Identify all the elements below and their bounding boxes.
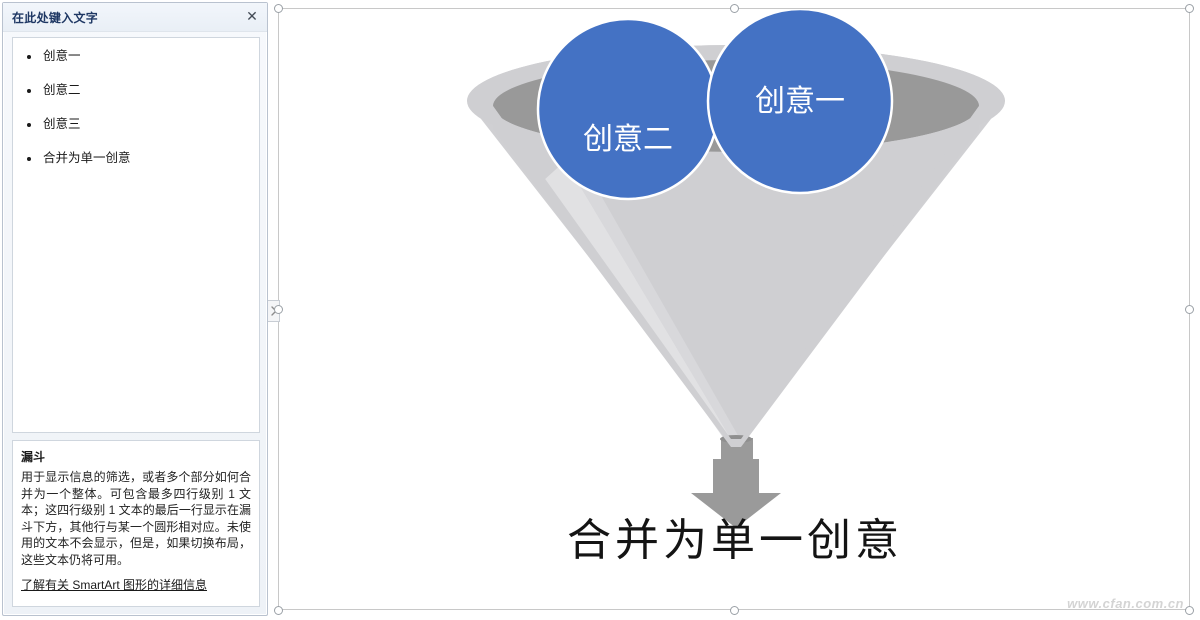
idea-circle-2[interactable] xyxy=(536,17,720,201)
list-item[interactable]: 创意二 xyxy=(19,82,253,99)
list-item-label: 创意三 xyxy=(43,117,81,131)
funnel-highlight xyxy=(543,161,731,439)
selection-handle-top-center[interactable] xyxy=(730,4,739,13)
smartart-help-link[interactable]: 了解有关 SmartArt 图形的详细信息 xyxy=(21,578,208,592)
bullet-list: 创意一 创意二 创意三 合并为单一创意 xyxy=(19,48,253,167)
smartart-text-pane: 在此处键入文字 ✕ 创意一 创意二 创意三 合并为单一创意 漏斗 用于显示信息的 xyxy=(2,2,268,616)
close-icon[interactable]: ✕ xyxy=(246,8,258,24)
idea-circle-1-label: 创意一 xyxy=(755,85,845,118)
list-item[interactable]: 合并为单一创意 xyxy=(19,150,253,167)
smartart-canvas[interactable]: 创意一 创意二 合并为单一创意 xyxy=(274,4,1194,615)
layout-description-panel: 漏斗 用于显示信息的筛选，或者多个部分如何合并为一个整体。可包含最多四行级别 1… xyxy=(12,440,260,607)
selection-handle-top-right[interactable] xyxy=(1185,4,1194,13)
funnel-spout-top xyxy=(720,435,752,443)
site-watermark: www.cfan.com.cn xyxy=(1067,596,1184,611)
idea-circle-2-label: 创意二 xyxy=(583,123,673,156)
funnel-result-label: 合并为单一创意 xyxy=(567,516,903,565)
bullet-icon xyxy=(27,89,31,93)
selection-handle-top-left[interactable] xyxy=(274,4,283,13)
list-item[interactable]: 创意一 xyxy=(19,48,253,65)
selection-handle-middle-left[interactable] xyxy=(274,305,283,314)
text-pane-titlebar: 在此处键入文字 ✕ xyxy=(3,3,267,32)
layout-description-body: 用于显示信息的筛选，或者多个部分如何合并为一个整体。可包含最多四行级别 1 文本… xyxy=(21,470,251,567)
funnel-highlight-2 xyxy=(565,157,740,439)
selection-handle-middle-right[interactable] xyxy=(1185,305,1194,314)
funnel-spout xyxy=(721,438,753,464)
list-item-label: 合并为单一创意 xyxy=(43,151,131,165)
list-item-label: 创意二 xyxy=(43,83,81,97)
text-pane-list-container[interactable]: 创意一 创意二 创意三 合并为单一创意 xyxy=(12,37,260,433)
funnel-interior xyxy=(493,60,979,152)
bullet-icon xyxy=(27,157,31,161)
layout-description-title: 漏斗 xyxy=(21,450,46,464)
text-pane-title: 在此处键入文字 xyxy=(12,10,99,25)
idea-circle-2-shape xyxy=(536,17,720,201)
funnel-wall-front xyxy=(493,106,979,447)
list-item-label: 创意一 xyxy=(43,49,81,63)
selection-handle-bottom-center[interactable] xyxy=(730,606,739,615)
selection-handle-bottom-left[interactable] xyxy=(274,606,283,615)
idea-circle-1[interactable] xyxy=(706,9,894,195)
funnel-cone-body xyxy=(467,45,1005,439)
selection-handle-bottom-right[interactable] xyxy=(1185,606,1194,615)
funnel-inner-wall xyxy=(493,106,979,439)
idea-circle-1-shape xyxy=(706,9,894,195)
bullet-icon xyxy=(27,123,31,127)
list-item[interactable]: 创意三 xyxy=(19,116,253,133)
bullet-icon xyxy=(27,55,31,59)
funnel-rim-outer xyxy=(467,45,1005,157)
